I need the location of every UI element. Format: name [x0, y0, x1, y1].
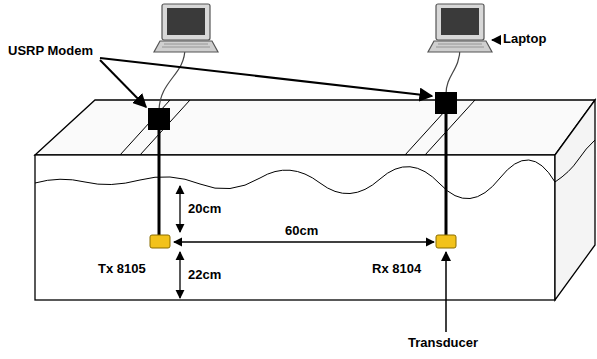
- callout-label: Laptop: [503, 32, 546, 47]
- rod: [158, 128, 161, 235]
- dimension-label: 60cm: [285, 224, 318, 239]
- part-label: Rx 8104: [372, 262, 421, 277]
- usrp-modem: [148, 108, 170, 130]
- laptop-icon: [428, 4, 492, 52]
- dimension-label: 20cm: [188, 202, 221, 217]
- dimension-label: 22cm: [188, 268, 221, 283]
- cable: [446, 48, 460, 94]
- callout-label: Transducer: [408, 336, 478, 351]
- leader-arrow: [100, 58, 432, 96]
- tank-front: [35, 155, 555, 300]
- cable: [159, 48, 185, 110]
- dimension-arrow: [179, 186, 180, 232]
- usrp-modem: [435, 92, 457, 114]
- leader-arrow: [492, 39, 500, 41]
- leader-arrow: [445, 252, 447, 332]
- tank-top: [35, 100, 595, 155]
- laptop-icon: [154, 4, 218, 52]
- part-label: Tx 8105: [98, 262, 146, 277]
- water-surface: [555, 140, 595, 182]
- dimension-arrow: [174, 241, 434, 242]
- leader-arrow: [100, 60, 146, 107]
- tank-side: [555, 100, 595, 300]
- callout-label: USRP Modem: [8, 44, 93, 59]
- transducer: [436, 235, 456, 248]
- transducer: [150, 235, 170, 248]
- rod: [445, 112, 448, 235]
- dimension-arrow: [179, 252, 180, 298]
- water-surface: [35, 160, 555, 199]
- rail: [120, 100, 190, 155]
